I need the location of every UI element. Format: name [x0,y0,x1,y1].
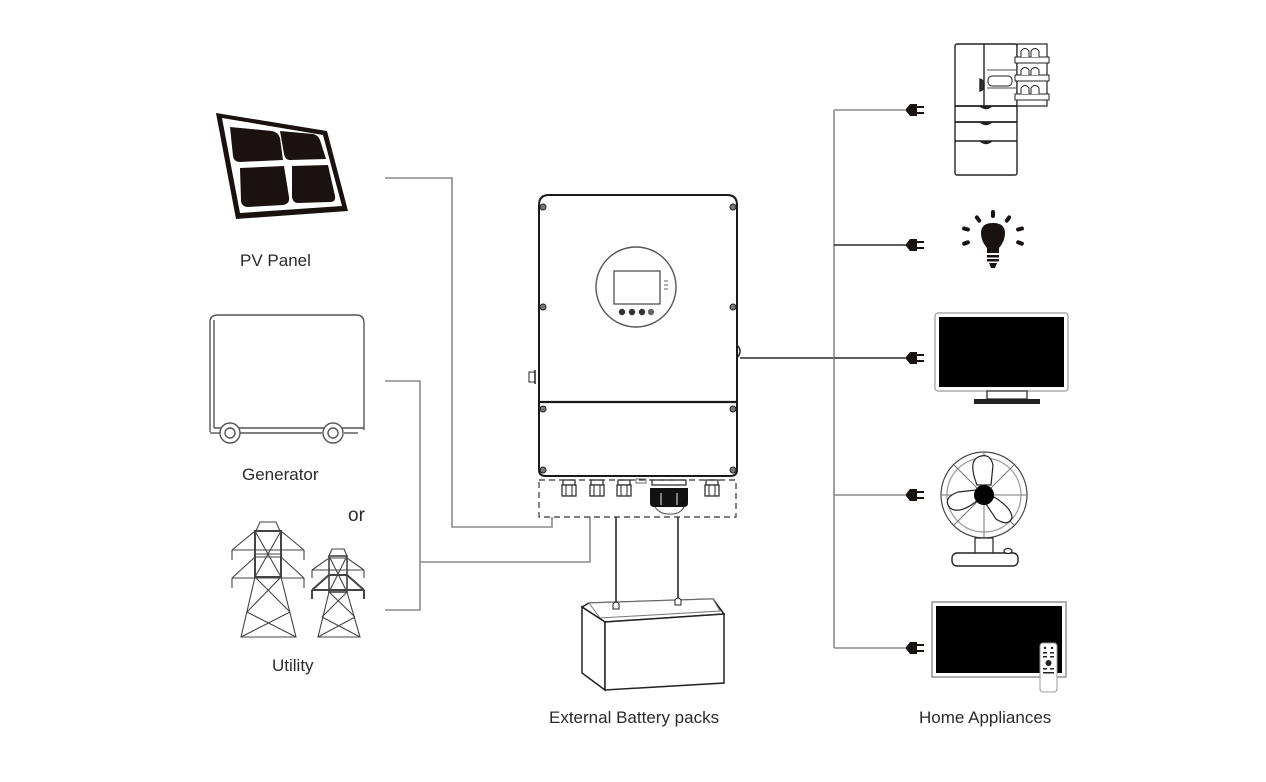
generator-wire [385,380,421,611]
inverter-icon [528,194,741,515]
generator-label: Generator [242,465,319,484]
plug-icon [906,489,924,501]
display-buttons [618,308,655,316]
plug-icon [906,642,924,654]
solar-panel-icon [216,113,348,219]
battery-icon [580,597,726,692]
pv-panel-label: PV Panel [240,251,311,270]
or-label: or [348,505,366,526]
load-branches [834,109,908,649]
home-appliances-label: Home Appliances [919,708,1051,727]
light-bulb-icon [962,210,1024,268]
lcd-screen [613,270,661,305]
pv-wire [385,177,553,528]
tv-icon [934,312,1069,404]
terminal-area [538,479,737,518]
fan-icon [940,451,1028,567]
plug-icons [906,104,924,654]
refrigerator-icon [954,43,1050,176]
plug-icon [906,239,924,251]
plug-icon [906,104,924,116]
power-tower-icon [231,521,365,638]
generator-icon [209,314,365,444]
grid-input-wire [420,517,591,563]
battery-label: External Battery packs [549,708,719,727]
plug-icon [906,352,924,364]
utility-label: Utility [272,656,314,675]
tv-remote-icon [931,601,1067,693]
